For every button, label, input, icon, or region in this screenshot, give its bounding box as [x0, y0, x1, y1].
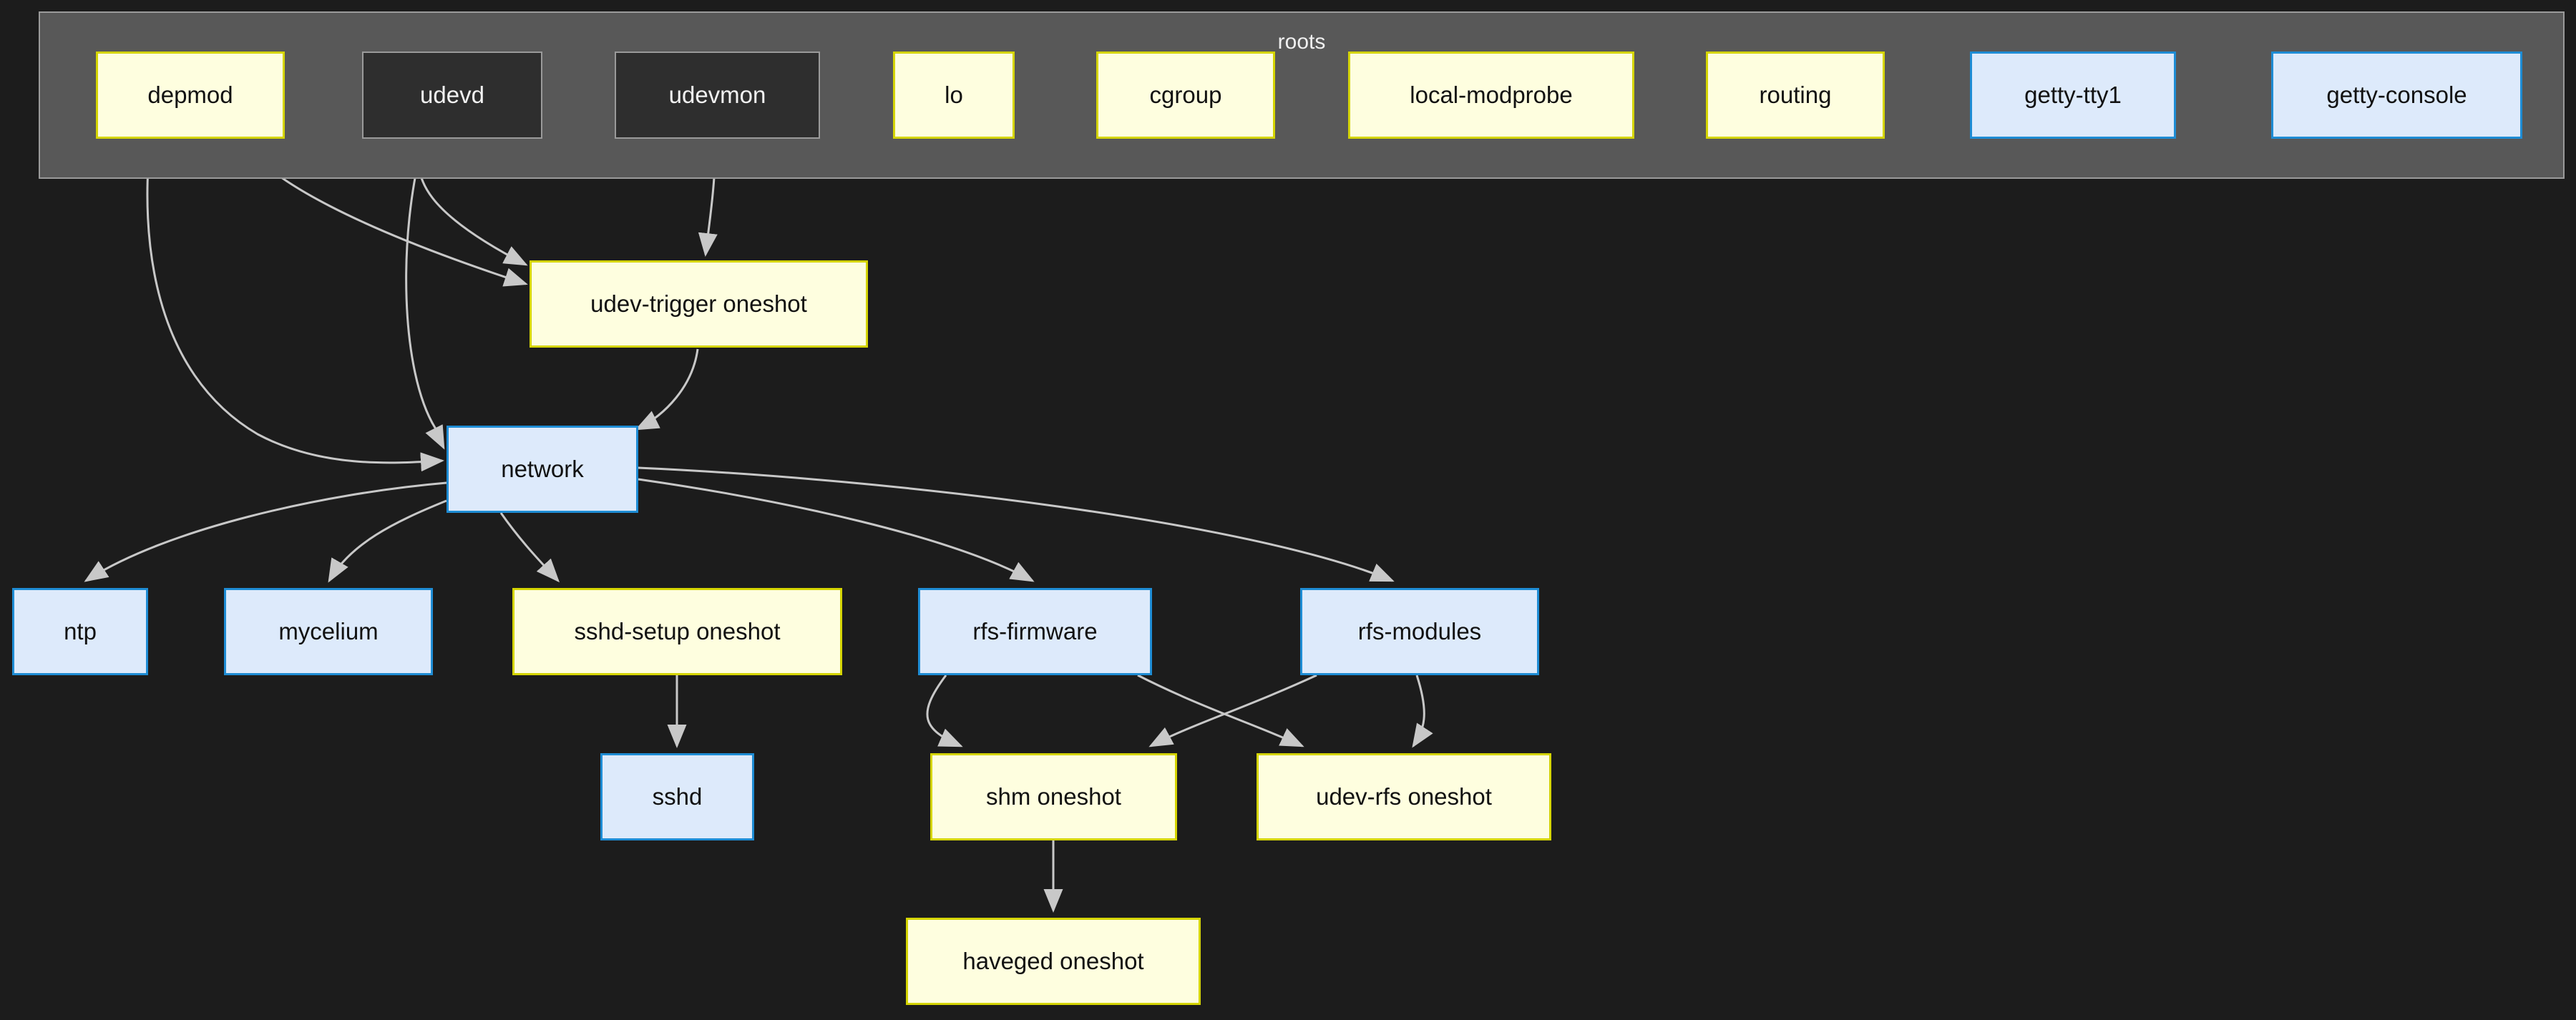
node-label-cgroup: cgroup	[1149, 81, 1222, 108]
node-udev-rfs[interactable]: udev-rfs oneshot	[1257, 753, 1551, 840]
edge-network-to-mycelium	[328, 499, 447, 583]
node-ntp[interactable]: ntp	[12, 588, 148, 675]
edge-rfs-modules-to-udev-rfs	[1412, 675, 1433, 748]
node-depmod[interactable]: depmod	[96, 52, 285, 139]
node-label-shm: shm oneshot	[986, 783, 1121, 810]
node-label-udev-rfs: udev-rfs oneshot	[1316, 783, 1492, 810]
node-label-udevd: udevd	[420, 81, 484, 108]
node-label-mycelium: mycelium	[278, 617, 379, 644]
node-haveged[interactable]: haveged oneshot	[906, 918, 1201, 1005]
node-label-rfs-modules: rfs-modules	[1357, 617, 1482, 644]
edge-rfs-firmware-to-udev-rfs	[1137, 674, 1304, 747]
node-shm[interactable]: shm oneshot	[930, 753, 1177, 840]
node-label-depmod: depmod	[147, 81, 233, 108]
edge-depmod-to-network	[146, 139, 444, 472]
edge-udev-trigger-to-network	[635, 348, 699, 431]
node-getty-tty1[interactable]: getty-tty1	[1970, 52, 2176, 139]
node-getty-console[interactable]: getty-console	[2271, 52, 2522, 139]
node-label-routing: routing	[1759, 81, 1832, 108]
node-rfs-modules[interactable]: rfs-modules	[1300, 588, 1539, 675]
node-mycelium[interactable]: mycelium	[224, 588, 433, 675]
node-label-udev-trigger: udev-trigger oneshot	[590, 290, 807, 317]
node-label-rfs-firmware: rfs-firmware	[972, 617, 1098, 644]
node-label-sshd-setup: sshd-setup oneshot	[574, 617, 781, 644]
node-udev-trigger[interactable]: udev-trigger oneshot	[530, 260, 868, 348]
edge-network-to-sshd-setup	[499, 512, 560, 583]
node-label-local-modprobe: local-modprobe	[1410, 81, 1573, 108]
edge-udevd-to-network	[405, 139, 445, 450]
node-label-ntp: ntp	[64, 617, 97, 644]
cluster-title-roots: roots	[1277, 30, 1326, 54]
node-rfs-firmware[interactable]: rfs-firmware	[918, 588, 1152, 675]
node-label-lo: lo	[945, 81, 963, 108]
node-lo[interactable]: lo	[893, 52, 1015, 139]
node-label-sshd: sshd	[652, 783, 703, 810]
node-sshd-setup[interactable]: sshd-setup oneshot	[512, 588, 842, 675]
edge-network-to-rfs-modules	[638, 466, 1395, 582]
node-sshd[interactable]: sshd	[600, 753, 754, 840]
node-routing[interactable]: routing	[1706, 52, 1885, 139]
node-label-network: network	[501, 455, 584, 482]
node-label-getty-console: getty-console	[2326, 81, 2467, 108]
node-label-haveged: haveged oneshot	[962, 947, 1144, 974]
edge-rfs-modules-to-shm	[1148, 674, 1317, 747]
node-cgroup[interactable]: cgroup	[1096, 52, 1275, 139]
node-local-modprobe[interactable]: local-modprobe	[1348, 52, 1634, 139]
edge-network-to-rfs-firmware	[638, 478, 1035, 582]
node-udevd[interactable]: udevd	[362, 52, 542, 139]
node-label-getty-tty1: getty-tty1	[2024, 81, 2122, 108]
node-udevmon[interactable]: udevmon	[615, 52, 820, 139]
node-network[interactable]: network	[447, 426, 638, 513]
node-label-udevmon: udevmon	[668, 81, 766, 108]
edge-network-to-ntp	[84, 481, 447, 582]
edge-rfs-firmware-to-shm	[926, 675, 963, 747]
